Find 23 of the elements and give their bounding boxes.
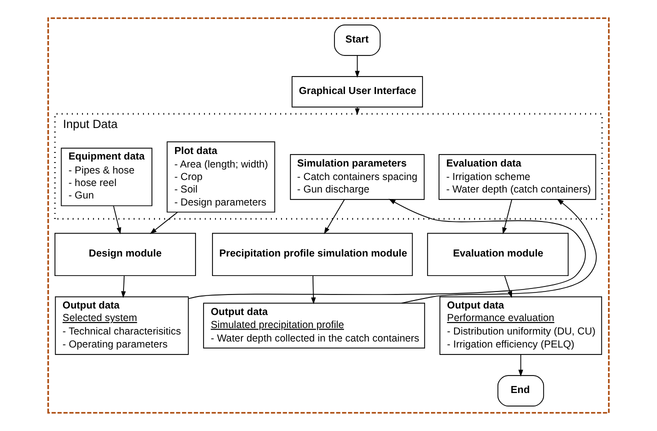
arrow bbox=[324, 199, 345, 234]
cluster bbox=[47, 17, 610, 414]
node-box: Precipitation profile simulation module bbox=[212, 232, 413, 276]
node-box: Start bbox=[334, 24, 381, 56]
arrow bbox=[354, 55, 360, 78]
arrow bbox=[121, 275, 126, 298]
arrow bbox=[502, 199, 512, 234]
node-box: Evaluation data - Irrigation scheme - Water depth (catch containers) bbox=[438, 154, 596, 200]
arrow bbox=[113, 205, 122, 234]
node-box: Output data Performance evaluation - Distribution uniformity (DU, CU) - Irrigation efficiency (PELQ) bbox=[439, 296, 602, 355]
node-box: Equipment data - Pipes & hose - hose reel - Gun bbox=[60, 148, 152, 206]
arrow bbox=[188, 198, 586, 300]
node-box: Plot data - Area (length; width) - Crop - Soil - Design parameters bbox=[166, 141, 276, 213]
arrow bbox=[518, 354, 524, 377]
arrow bbox=[504, 275, 512, 298]
arrow bbox=[401, 198, 597, 304]
node-box: Output data Simulated precipitation profile - Water depth collected in the catch containers bbox=[203, 302, 426, 348]
node-box: Simulation parameters - Catch containers spacing - Gun discharge bbox=[290, 154, 425, 200]
node-box: Output data Selected system - Technical characterisitics - Operating parameters bbox=[54, 296, 189, 355]
node-box: Design module bbox=[54, 232, 196, 276]
node-box: End bbox=[497, 375, 544, 406]
node-box: Evaluation module bbox=[427, 232, 569, 276]
arrow bbox=[311, 275, 316, 304]
